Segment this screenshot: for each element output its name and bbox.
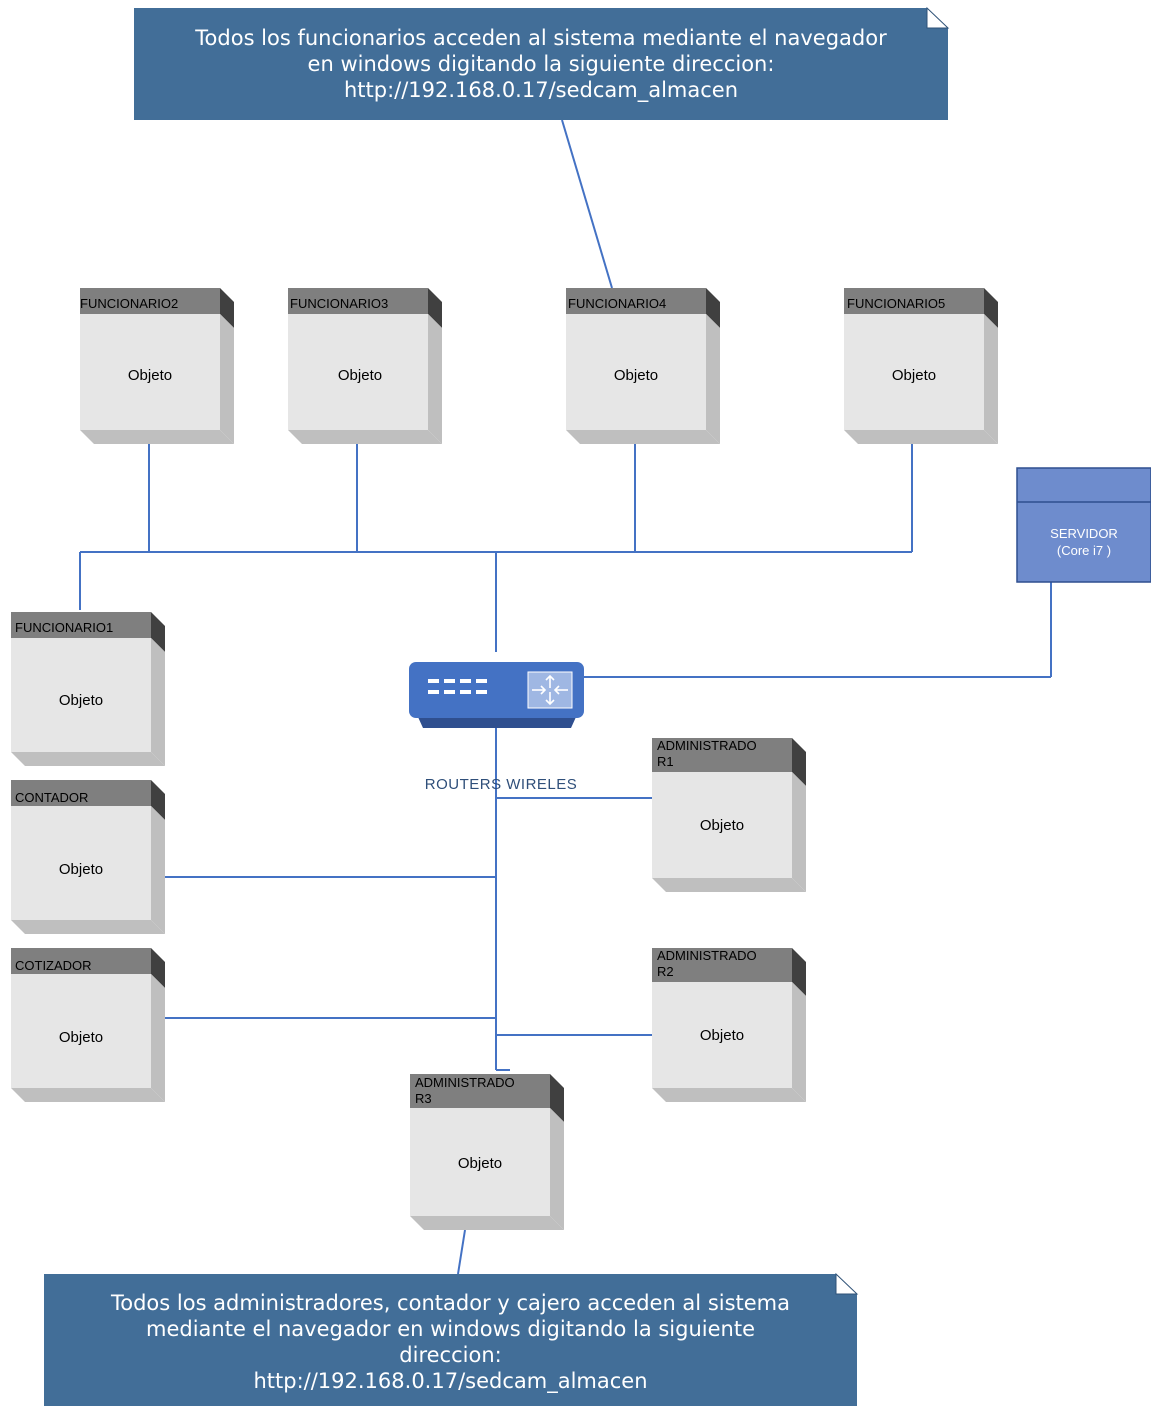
cotizador-header (11, 948, 151, 974)
administrador1-front-face (652, 772, 792, 878)
funcionario4-bottom-face (566, 430, 720, 444)
funcionario5-node (844, 288, 998, 444)
funcionario3-side-face (428, 314, 442, 444)
server-label: SERVIDOR (Core i7 ) (1017, 502, 1151, 582)
administrador2-side-face (792, 982, 806, 1102)
bottom-note (44, 1272, 859, 1406)
contador-header (11, 780, 151, 806)
cotizador-side-header (151, 948, 165, 988)
server-node (1016, 467, 1151, 583)
administrador1-bottom-face (652, 878, 806, 892)
top-note-text: Todos los funcionarios acceden al sistem… (134, 10, 948, 118)
administrador1-node (652, 738, 806, 892)
administrador1-title: ADMINISTRADO R1 (657, 738, 757, 769)
funcionario1-node (11, 612, 165, 766)
contador-title: CONTADOR (15, 790, 89, 805)
administrador3-node (410, 1074, 564, 1230)
funcionario2-header (80, 288, 220, 314)
contador-node (11, 780, 165, 934)
funcionario3-bottom-face (288, 430, 442, 444)
funcionario1-side-header (151, 612, 165, 652)
administrador3-body: Objeto (457, 1154, 503, 1172)
administrador3-side-header (550, 1074, 564, 1122)
administrador2-title: ADMINISTRADO R2 (657, 948, 757, 979)
bottom-note-text: Todos los administradores, contador y ca… (44, 1278, 857, 1406)
bottom-note-lines: Todos los administradores, contador y ca… (110, 1291, 791, 1393)
contador-side-face (151, 806, 165, 934)
contador-bottom-face (11, 920, 165, 934)
funcionario2-bottom-face (80, 430, 234, 444)
funcionario3-front-face (288, 314, 428, 430)
administrador1-side-face (792, 772, 806, 892)
administrador1-side-header (792, 738, 806, 786)
administrador2-bottom-face (652, 1088, 806, 1102)
funcionario4-front-face (566, 314, 706, 430)
cotizador-title: COTIZADOR (15, 958, 92, 973)
funcionario2-front-face (80, 314, 220, 430)
funcionario4-title: FUNCIONARIO4 (568, 296, 667, 311)
funcionario2-side-face (220, 314, 234, 444)
administrador2-front-face (652, 982, 792, 1088)
funcionario3-side-header (428, 288, 442, 328)
funcionario5-side-header (984, 288, 998, 328)
router-ports (428, 679, 487, 694)
connection-lines (79, 119, 1052, 1275)
funcionario1-body: Objeto (58, 691, 104, 709)
bottom-note-connector (457, 1229, 466, 1275)
administrador3-front-face (410, 1108, 550, 1216)
funcionario4-body: Objeto (613, 366, 659, 384)
funcionario5-title: FUNCIONARIO5 (847, 296, 946, 311)
cotizador-body: Objeto (58, 1028, 104, 1046)
cotizador-bottom-face (11, 1088, 165, 1102)
administrador3-title: ADMINISTRADO R3 (415, 1075, 515, 1106)
funcionario4-header (566, 288, 706, 314)
router-icon (409, 662, 584, 728)
funcionario3-node (288, 288, 442, 444)
funcionario2-node (80, 288, 234, 444)
administrador3-header (410, 1074, 550, 1108)
administrador3-bottom-face (410, 1216, 564, 1230)
funcionario5-bottom-face (844, 430, 998, 444)
funcionario3-title: FUNCIONARIO3 (290, 296, 389, 311)
funcionario1-front-face (11, 638, 151, 752)
funcionario1-bottom-face (11, 752, 165, 766)
cotizador-side-face (151, 974, 165, 1102)
funcionario2-side-header (220, 288, 234, 328)
funcionario2-body: Objeto (127, 366, 173, 384)
funcionario5-header (844, 288, 984, 314)
administrador2-body: Objeto (699, 1026, 745, 1044)
contador-body: Objeto (58, 860, 104, 878)
top-note (134, 6, 950, 120)
nodes-layer (11, 288, 998, 1230)
top-note-connector (561, 119, 613, 289)
administrador2-node (652, 948, 806, 1102)
funcionario5-side-face (984, 314, 998, 444)
router-label: ROUTERS WIRELES (424, 776, 578, 793)
administrador1-body: Objeto (699, 816, 745, 834)
contador-front-face (11, 806, 151, 920)
funcionario1-title: FUNCIONARIO1 (15, 620, 114, 635)
administrador2-header (652, 948, 792, 982)
server-label-text: SERVIDOR (Core i7 ) (1050, 526, 1118, 558)
funcionario3-header (288, 288, 428, 314)
funcionario4-side-face (706, 314, 720, 444)
funcionario4-side-header (706, 288, 720, 328)
contador-side-header (151, 780, 165, 820)
funcionario1-header (11, 612, 151, 638)
top-note-lines: Todos los funcionarios acceden al sistem… (195, 26, 887, 102)
cotizador-node (11, 948, 165, 1102)
administrador1-header (652, 738, 792, 772)
funcionario3-body: Objeto (337, 366, 383, 384)
funcionario4-node (566, 288, 720, 444)
funcionario1-side-face (151, 638, 165, 766)
router-arrows-icon (532, 674, 568, 706)
funcionario5-front-face (844, 314, 984, 430)
administrador2-side-header (792, 948, 806, 996)
funcionario5-body: Objeto (891, 366, 937, 384)
funcionario2-title: FUNCIONARIO2 (80, 296, 179, 311)
administrador3-side-face (550, 1108, 564, 1230)
cotizador-front-face (11, 974, 151, 1088)
